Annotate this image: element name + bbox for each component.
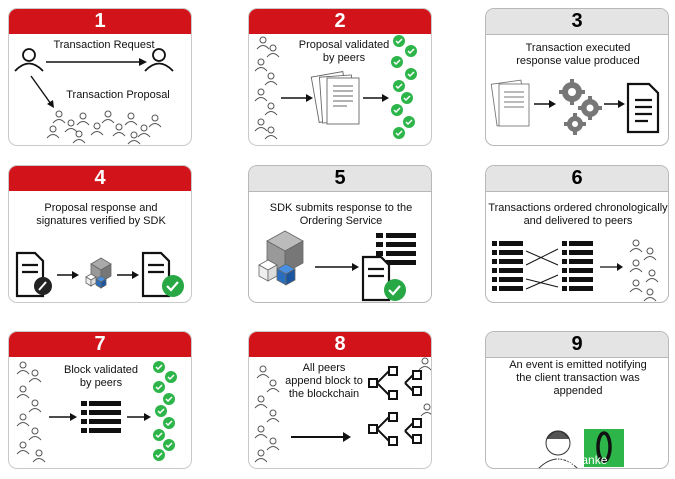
step-number: 1 (9, 9, 191, 34)
bell-icon (596, 431, 612, 463)
list-icon (492, 241, 523, 291)
step-card-4: 4 Proposal response and signatures verif… (8, 165, 192, 303)
step-art (492, 239, 659, 302)
step-label: Transaction executed response value prod… (516, 42, 640, 67)
arrow-icon (525, 248, 559, 290)
arrow-icon (534, 100, 556, 108)
step-art (538, 429, 624, 468)
cube-icon (258, 230, 304, 286)
step-label: An event is emitted notifying the client… (509, 359, 647, 397)
arrow-icon (600, 263, 623, 271)
step-number: 9 (486, 332, 668, 358)
arrow-icon (49, 413, 77, 421)
document-icon (490, 79, 530, 127)
step-number: 8 (249, 332, 431, 357)
step-card-3: 3 Transaction executed response value pr… (485, 8, 669, 146)
step-label: All peers append block to the blockchain (285, 362, 363, 400)
step-art (254, 35, 417, 140)
step-art (14, 48, 174, 145)
step-card-8: 8 All peers append block to the blockcha… (248, 331, 432, 469)
step-art (490, 79, 660, 135)
step-art (258, 230, 416, 302)
step-card-5: 5 SDK submits response to the Ordering S… (248, 165, 432, 303)
step-number: 3 (486, 9, 668, 35)
step-card-7: 7 Block validated by peers (8, 331, 192, 469)
peer-icon (629, 239, 659, 302)
arrow-icon (363, 94, 389, 102)
list-icon (562, 241, 593, 291)
arrow-icon (315, 263, 359, 271)
arrow-icon (127, 413, 151, 421)
step-art (15, 251, 184, 298)
check-icon (384, 279, 406, 301)
cube-icon (85, 257, 112, 289)
arrow-icon (46, 58, 147, 66)
signature-icon (34, 277, 52, 295)
user-icon (144, 48, 174, 72)
step-label: Transactions ordered chronologically and… (488, 202, 668, 227)
arrow-icon (30, 75, 54, 108)
step-label: Block validated by peers (64, 364, 138, 389)
peer-icon (46, 110, 162, 145)
step-card-2: 2 Proposal validated by peers (248, 8, 432, 146)
arrow-icon (117, 271, 139, 279)
avatar (538, 430, 578, 468)
watermark: linquanke (556, 453, 608, 467)
step-label-proposal: Transaction Proposal (66, 89, 170, 101)
arrow-icon (57, 271, 79, 279)
step-art (254, 357, 431, 463)
step-number: 6 (486, 166, 668, 192)
check-icon (162, 275, 184, 297)
step-card-6: 6 Transactions ordered chronologically a… (485, 165, 669, 303)
document-icon (310, 71, 360, 125)
peer-icon (254, 365, 280, 463)
step-art (16, 361, 177, 463)
step-card-9: 9 An event is emitted notifying the clie… (485, 331, 669, 469)
arrow-icon (604, 100, 625, 108)
step-card-1: 1 Transaction Request Transaction Propos… (8, 8, 192, 146)
step-number: 5 (249, 166, 431, 192)
arrow-icon (291, 432, 351, 442)
step-label-request: Transaction Request (53, 39, 155, 51)
step-number: 2 (249, 9, 431, 34)
step-label: Proposal validated by peers (298, 39, 390, 64)
step-label: Proposal response and signatures verifie… (36, 202, 166, 227)
step-label: SDK submits response to the Ordering Ser… (269, 202, 413, 227)
chain-icon (368, 366, 422, 446)
peer-icon (418, 357, 431, 417)
document-icon (626, 82, 660, 134)
step-number: 4 (9, 166, 191, 191)
peer-icon (16, 361, 46, 463)
list-icon (81, 401, 121, 433)
step-number: 7 (9, 332, 191, 357)
user-icon (14, 48, 44, 72)
arrow-icon (281, 94, 313, 102)
peer-icon (254, 36, 280, 140)
